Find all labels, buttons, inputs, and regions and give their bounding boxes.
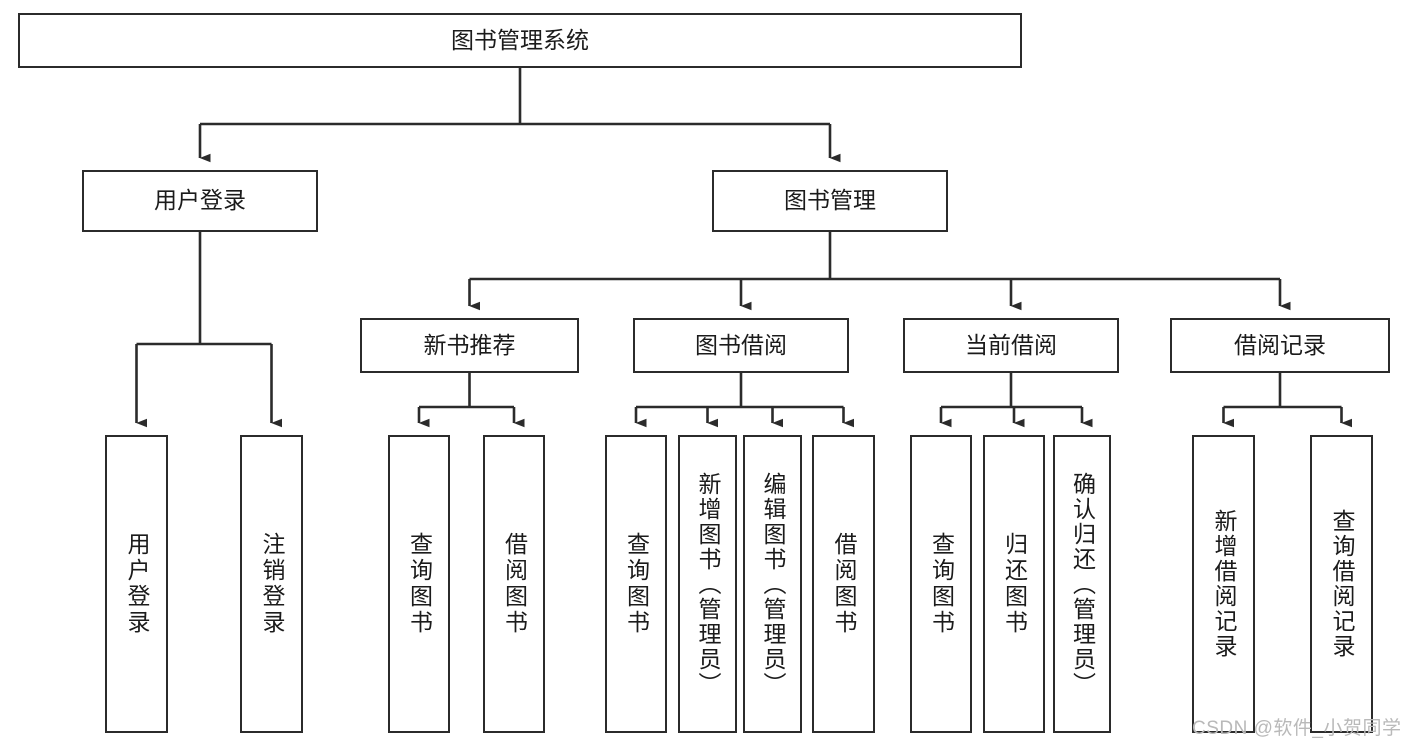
node-leaf-query-book-3[interactable]: 查询图书 <box>910 435 972 733</box>
node-label: 编辑图书（管理员） <box>760 471 786 697</box>
node-root[interactable]: 图书管理系统 <box>18 13 1022 68</box>
node-label: 查询图书 <box>623 532 650 636</box>
node-leaf-query-book-1[interactable]: 查询图书 <box>388 435 450 733</box>
connector-bus <box>419 373 514 409</box>
csdn-watermark: CSDN @软件_小贺同学 <box>1192 718 1402 739</box>
node-leaf-add-record[interactable]: 新增借阅记录 <box>1192 435 1255 733</box>
node-label: 图书管理系统 <box>451 26 589 53</box>
connector-bus <box>636 373 844 409</box>
node-label: 确认归还（管理员） <box>1069 471 1096 697</box>
node-borrow-record[interactable]: 借阅记录 <box>1170 318 1390 373</box>
node-leaf-return-book[interactable]: 归还图书 <box>983 435 1045 733</box>
node-label: 借阅记录 <box>1234 331 1326 358</box>
connector-bus <box>941 373 1082 409</box>
node-label: 查询借阅记录 <box>1329 509 1355 659</box>
node-label: 用户登录 <box>124 532 150 636</box>
connector-bus <box>469 232 1280 281</box>
node-label: 新增图书（管理员） <box>695 471 721 697</box>
node-label: 借阅图书 <box>831 532 857 636</box>
connector-bus <box>200 68 830 126</box>
node-leaf-edit-book[interactable]: 编辑图书（管理员） <box>743 435 802 733</box>
node-label: 查询图书 <box>928 532 955 636</box>
node-leaf-borrow-book-1[interactable]: 借阅图书 <box>483 435 545 733</box>
node-leaf-query-record[interactable]: 查询借阅记录 <box>1310 435 1373 733</box>
node-leaf-logout[interactable]: 注销登录 <box>240 435 303 733</box>
node-current-borrow[interactable]: 当前借阅 <box>903 318 1119 373</box>
node-user-login[interactable]: 用户登录 <box>82 170 318 232</box>
node-label: 查询图书 <box>406 532 433 636</box>
connector-bus <box>1223 373 1342 409</box>
node-leaf-confirm-return[interactable]: 确认归还（管理员） <box>1053 435 1111 733</box>
node-leaf-borrow-book-2[interactable]: 借阅图书 <box>812 435 875 733</box>
node-label: 归还图书 <box>1001 532 1028 636</box>
node-leaf-add-book[interactable]: 新增图书（管理员） <box>678 435 737 733</box>
node-label: 借阅图书 <box>501 532 528 636</box>
node-label: 图书借阅 <box>695 331 787 358</box>
node-leaf-user-login[interactable]: 用户登录 <box>105 435 168 733</box>
node-label: 新增借阅记录 <box>1211 509 1237 659</box>
connector-bus <box>136 232 272 346</box>
node-label: 当前借阅 <box>965 331 1057 358</box>
node-label: 用户登录 <box>154 187 246 214</box>
node-new-book-rec[interactable]: 新书推荐 <box>360 318 579 373</box>
node-label: 注销登录 <box>259 532 285 636</box>
node-leaf-query-book-2[interactable]: 查询图书 <box>605 435 667 733</box>
node-book-manage[interactable]: 图书管理 <box>712 170 948 232</box>
node-label: 图书管理 <box>784 187 876 214</box>
node-label: 新书推荐 <box>423 331 516 358</box>
node-book-borrow[interactable]: 图书借阅 <box>633 318 849 373</box>
